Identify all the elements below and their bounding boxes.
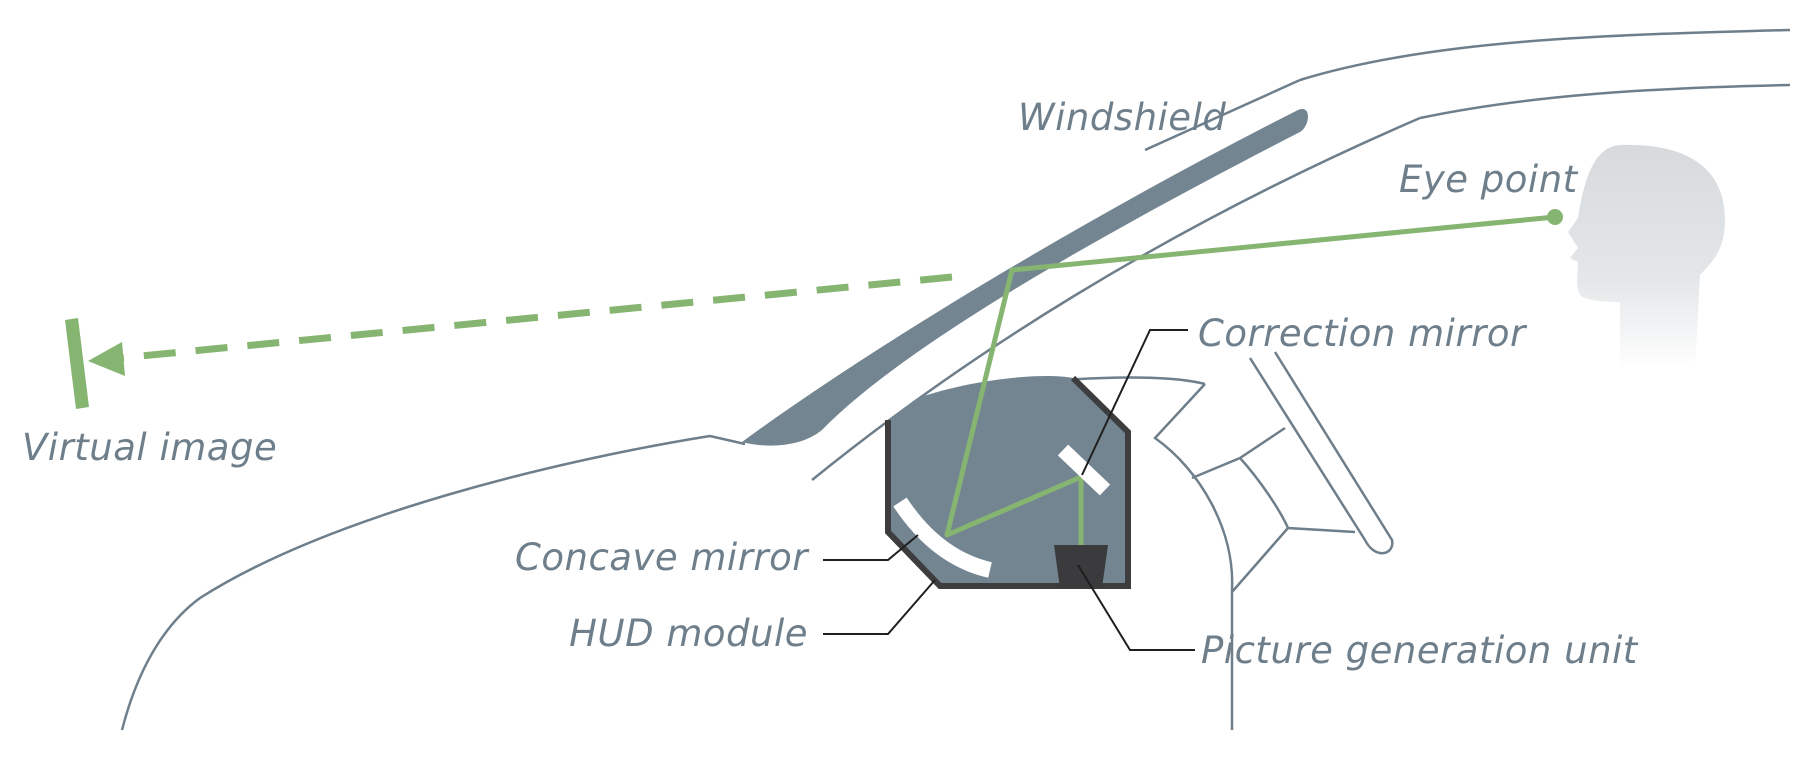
driver-head-silhouette-icon [1568, 144, 1725, 370]
label-eye-point: Eye point [1399, 158, 1579, 201]
leader-picture-generation-unit [1077, 564, 1195, 651]
concave-mirror [893, 497, 992, 578]
eye-point-marker [1547, 209, 1563, 225]
a-pillar-line [1144, 78, 1301, 152]
label-concave-mirror: Concave mirror [515, 536, 810, 579]
label-hud-module: HUD module [569, 612, 808, 655]
steering-hub-upper [1191, 426, 1286, 480]
windshield-glass [742, 108, 1308, 446]
leader-concave-mirror [823, 534, 919, 561]
picture-generation-unit [1054, 545, 1108, 588]
label-windshield: Windshield [1018, 96, 1226, 139]
steering-column [1231, 527, 1289, 593]
leader-correction-mirror [1081, 329, 1188, 476]
steering-wheel-rim [1248, 351, 1394, 555]
steering-hub-lower [1239, 457, 1356, 534]
virtual-image-ray [119, 273, 953, 362]
arrowhead-left-icon [88, 342, 125, 376]
hud-module-border [885, 375, 1131, 589]
roof-outer-line [1299, 28, 1791, 82]
virtual-image-bar [65, 318, 89, 409]
car-hood-outline [120, 434, 746, 731]
leader-hud-module [823, 579, 936, 635]
label-correction-mirror: Correction mirror [1198, 312, 1528, 355]
windshield-inner-line [811, 116, 1421, 481]
dashboard-front [1153, 383, 1234, 730]
roof-inner-line [1419, 83, 1791, 120]
label-virtual-image: Virtual image [22, 426, 277, 469]
label-picture-generation-unit: Picture generation unit [1201, 629, 1639, 672]
optical-light-path [944, 214, 1556, 545]
